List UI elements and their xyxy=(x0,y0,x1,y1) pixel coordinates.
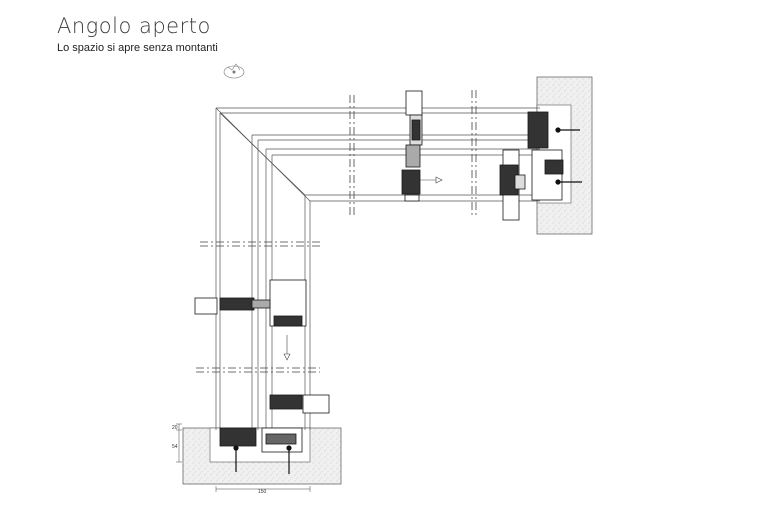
compass-icon xyxy=(223,63,245,79)
profile-left-top xyxy=(194,279,307,327)
profile-top-left xyxy=(401,90,423,202)
page-title: Angolo aperto xyxy=(57,14,211,38)
dimension-width xyxy=(215,486,311,492)
screws-top xyxy=(555,127,582,185)
screws-bottom xyxy=(233,445,292,474)
slide-arrow-top xyxy=(420,176,443,184)
dimension-height-b-label: 54 xyxy=(172,444,178,450)
dimension-height-a-label: 20 xyxy=(172,425,178,431)
break-lines xyxy=(196,90,477,373)
dimension-height xyxy=(176,423,182,463)
page-subtitle: Lo spazio si apre senza montanti xyxy=(57,42,218,54)
slide-arrow-left xyxy=(283,335,291,361)
profile-left-bottom xyxy=(219,394,330,453)
dimension-width-label: 150 xyxy=(258,489,267,495)
profile-top-right xyxy=(499,111,564,221)
corner-frame-lines xyxy=(215,107,540,430)
